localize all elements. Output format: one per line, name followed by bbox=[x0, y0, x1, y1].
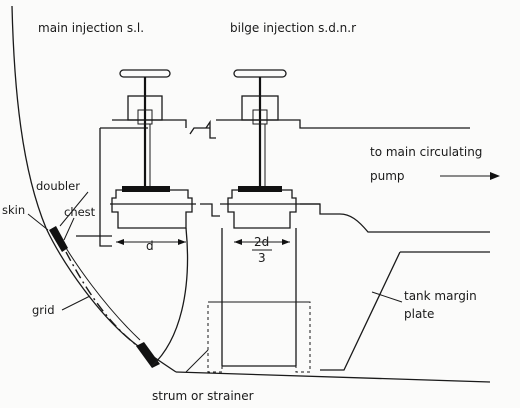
dim-2d3-arrow-left bbox=[234, 239, 242, 245]
label-pump-line2: pump bbox=[370, 169, 405, 183]
dim-2d3-arrow-right bbox=[282, 239, 290, 245]
label-pump-line1: to main circulating bbox=[370, 145, 482, 159]
hull-bottom-thick bbox=[136, 342, 160, 368]
dim-3-label: 3 bbox=[258, 251, 266, 265]
skin-leader bbox=[27, 213, 49, 231]
doubler-leader bbox=[59, 191, 89, 227]
doubler-plate bbox=[49, 226, 68, 252]
label-main-injection: main injection s.l. bbox=[38, 21, 144, 35]
label-chest: chest bbox=[64, 205, 96, 219]
label-skin: skin bbox=[2, 203, 25, 217]
grid-leader bbox=[61, 295, 91, 311]
tank-leader bbox=[371, 291, 403, 303]
upper-flange-bracket-left bbox=[189, 127, 210, 135]
main-valve-handwheel bbox=[119, 69, 171, 78]
bottom-shell bbox=[175, 371, 491, 383]
label-bilge-injection: bilge injection s.d.n.r bbox=[230, 21, 356, 35]
sea-chest-floor bbox=[76, 235, 112, 247]
bilge-valve-body bbox=[227, 189, 297, 229]
bilge-valve-bonnet bbox=[241, 95, 279, 121]
main-suction-curve bbox=[151, 227, 189, 367]
label-strainer: strum or strainer bbox=[152, 389, 254, 403]
tank-top-line bbox=[200, 203, 220, 217]
main-valve-disc bbox=[122, 186, 170, 192]
dim-d-arrow-left bbox=[116, 239, 124, 245]
label-tank-line2: plate bbox=[404, 307, 434, 321]
dim-2d-label: 2d bbox=[254, 235, 269, 249]
main-valve-gland bbox=[137, 109, 153, 125]
hull-skin-inner-line bbox=[59, 237, 141, 341]
bilge-valve-disc bbox=[238, 186, 282, 192]
pump-arrow-head bbox=[490, 172, 500, 180]
tank-margin-plate-slope bbox=[320, 251, 401, 371]
sea-chest-outline bbox=[99, 128, 112, 237]
dim-d-label: d bbox=[146, 239, 154, 253]
main-valve-body bbox=[111, 189, 193, 229]
label-grid: grid bbox=[32, 303, 55, 317]
bilge-valve-handwheel bbox=[233, 69, 287, 78]
bilge-valve-gland bbox=[252, 109, 268, 125]
tank-top-right bbox=[300, 203, 330, 215]
label-tank-line1: tank margin bbox=[404, 289, 477, 303]
grid-line bbox=[65, 251, 141, 349]
label-doubler: doubler bbox=[36, 179, 80, 193]
chest-leader bbox=[63, 217, 75, 241]
tank-margin-plate bbox=[330, 213, 490, 233]
strainer-left bbox=[207, 301, 223, 373]
main-valve-bonnet bbox=[127, 95, 163, 121]
upper-flange-bracket-right bbox=[205, 119, 216, 139]
strainer-leader bbox=[185, 349, 209, 373]
dim-d-arrow-right bbox=[178, 239, 186, 245]
strainer-right bbox=[295, 301, 311, 373]
